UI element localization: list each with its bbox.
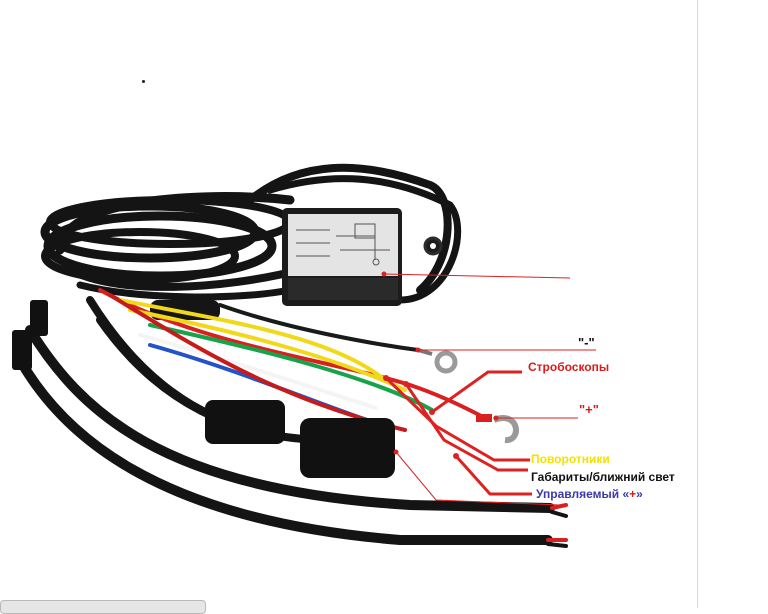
connectors xyxy=(12,300,395,478)
plus-label: "+" xyxy=(579,402,599,417)
pointer-lines xyxy=(383,273,596,506)
strobe-label: Стробоскопы xyxy=(528,360,610,374)
controlled-plus-sign: + xyxy=(629,487,637,501)
minus-label: "-" xyxy=(578,335,595,350)
turn-signals-label: Поворотники xyxy=(531,452,610,466)
stray-dot xyxy=(142,80,145,83)
divider xyxy=(697,0,698,608)
parking-low-beam-label: Габариты/ближний свет xyxy=(531,470,675,484)
control-box xyxy=(282,208,443,306)
plus-terminal-icon xyxy=(492,415,519,443)
bottom-scrollbar[interactable] xyxy=(0,600,206,614)
controlled-plus-label: Управляемый «+» xyxy=(536,487,643,501)
minus-terminal-icon xyxy=(434,350,458,374)
controlled-prefix: Управляемый « xyxy=(536,487,630,501)
pointer-arrows xyxy=(384,370,532,496)
controlled-suffix: » xyxy=(636,487,643,501)
